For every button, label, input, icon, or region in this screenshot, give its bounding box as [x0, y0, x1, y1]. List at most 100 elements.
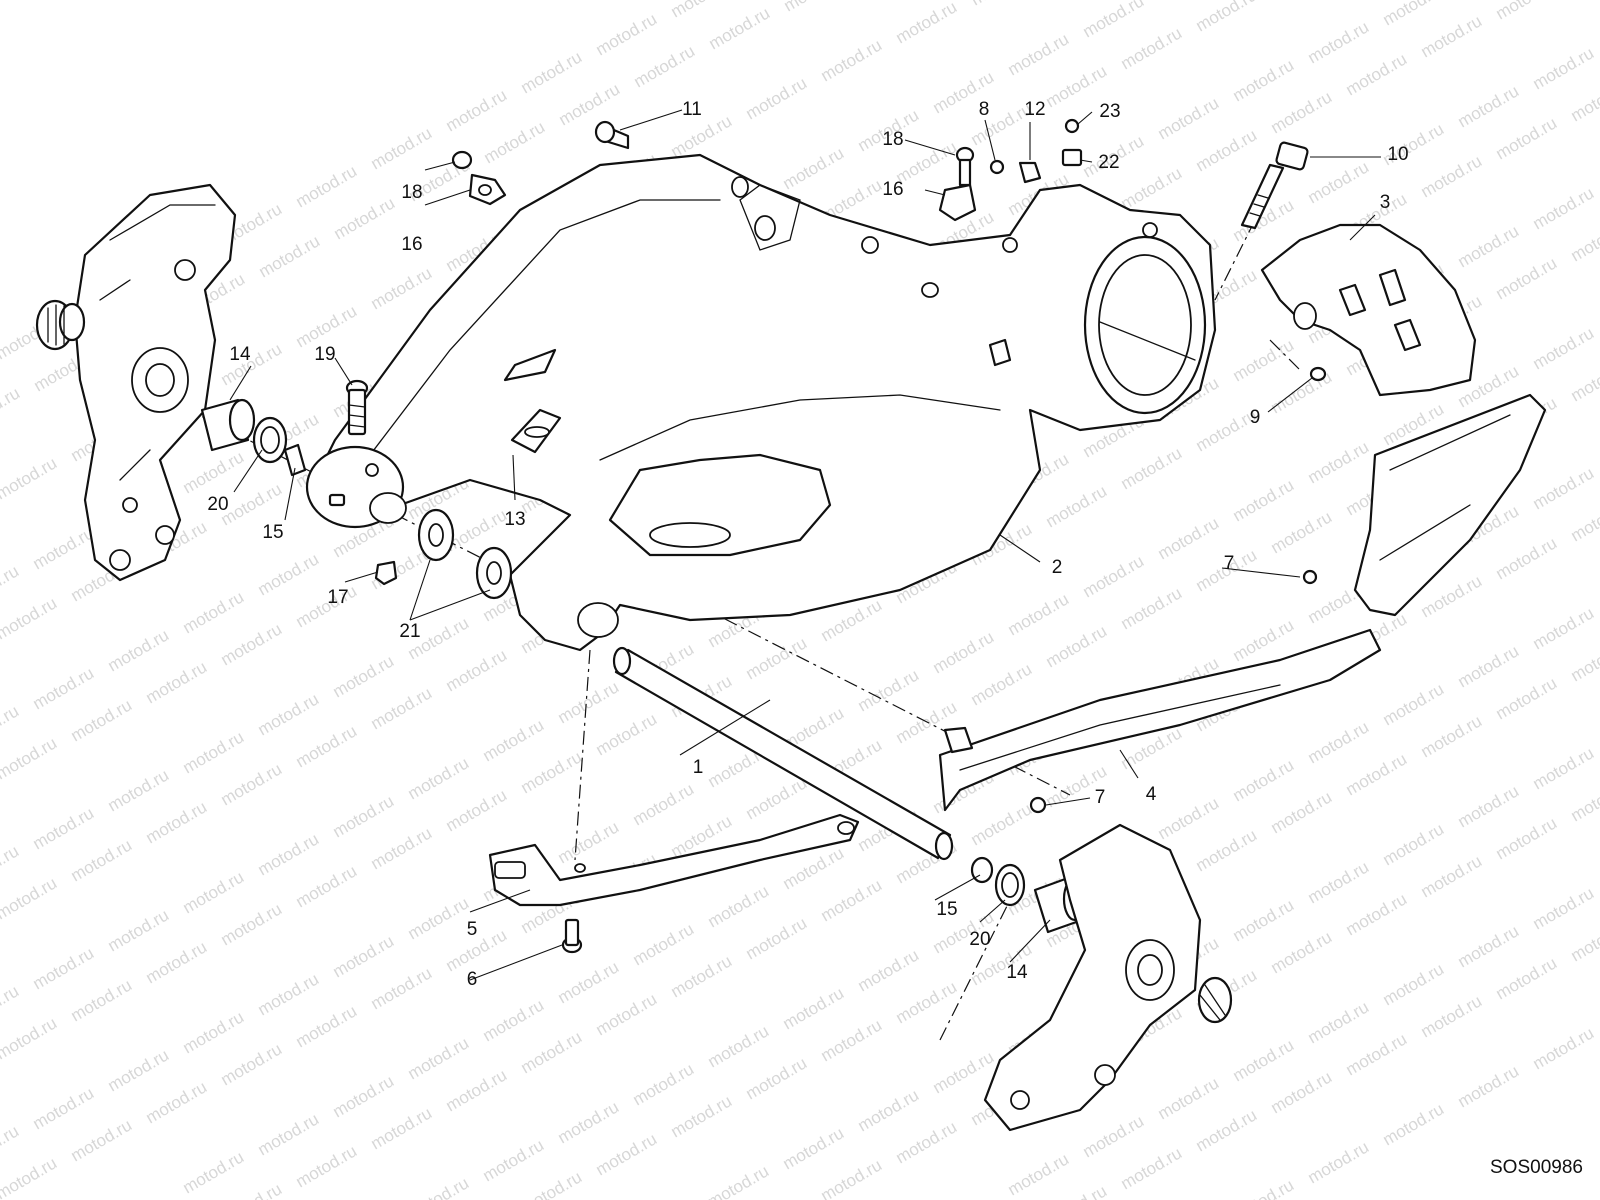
- watermark-text: motod.ru: [368, 963, 436, 1013]
- watermark-text: motod.ru: [1455, 921, 1523, 971]
- swing-arm: [305, 153, 1217, 652]
- watermark-text: motod.ru: [1080, 551, 1148, 601]
- watermark-text: motod.ru: [0, 873, 60, 923]
- watermark-text: motod.ru: [1118, 163, 1186, 213]
- watermark-text: motod.ru: [630, 1059, 698, 1109]
- watermark-text: motod.ru: [0, 981, 22, 1031]
- watermark-text: motod.ru: [518, 1167, 586, 1200]
- watermark-text: motod.ru: [705, 1161, 773, 1200]
- watermark-text: motod.ru: [1380, 1099, 1448, 1149]
- callout-14-left: 14: [229, 344, 251, 365]
- callout-7-lower: 7: [1095, 787, 1106, 808]
- callout-22: 22: [1098, 152, 1119, 173]
- watermark-text: motod.ru: [893, 0, 961, 47]
- watermark-text: motod.ru: [1193, 825, 1261, 875]
- watermark-text: motod.ru: [705, 881, 773, 931]
- watermark-text: motod.ru: [1418, 991, 1486, 1041]
- watermark-text: motod.ru: [855, 1085, 923, 1135]
- watermark-text: motod.ru: [180, 447, 248, 497]
- watermark-text: motod.ru: [518, 47, 586, 97]
- watermark-text: motod.ru: [1493, 953, 1561, 1003]
- leader-lines: [229, 109, 1381, 981]
- watermark-text: motod.ru: [405, 893, 473, 943]
- watermark-text: motod.ru: [218, 1039, 286, 1089]
- watermark-text: motod.ru: [1155, 513, 1223, 563]
- watermark-text: motod.ru: [443, 785, 511, 835]
- watermark-text: motod.ru: [818, 1015, 886, 1065]
- watermark-text: motod.ru: [256, 231, 324, 281]
- watermark-text: motod.ru: [218, 619, 286, 669]
- watermark-text: motod.ru: [1493, 0, 1561, 23]
- watermark-text: motod.ru: [330, 931, 398, 981]
- watermark-text: motod.ru: [518, 747, 586, 797]
- watermark-text: motod.ru: [668, 0, 736, 21]
- watermark-text: motod.ru: [1305, 437, 1373, 487]
- watermark-text: motod.ru: [1193, 1105, 1261, 1155]
- watermark-text: motod.ru: [1043, 481, 1111, 531]
- watermark-text: motod.ru: [255, 689, 323, 739]
- watermark-text: motod.ru: [255, 1109, 323, 1159]
- watermark-text: motod.ru: [1493, 253, 1561, 303]
- watermark-text: motod.ru: [1155, 0, 1223, 3]
- watermark-text: motod.ru: [705, 1021, 773, 1071]
- watermark-text: motod.ru: [593, 989, 661, 1039]
- watermark-text: motod.ru: [1118, 1143, 1186, 1193]
- callout-8: 8: [979, 99, 990, 120]
- callout-4: 4: [1146, 784, 1157, 805]
- watermark-text: motod.ru: [1568, 635, 1600, 685]
- watermark-text: motod.ru: [405, 1033, 473, 1083]
- watermark-text: motod.ru: [1530, 883, 1598, 933]
- watermark-text: motod.ru: [143, 937, 211, 987]
- watermark-text: motod.ru: [68, 975, 136, 1025]
- watermark-text: motod.ru: [1493, 113, 1561, 163]
- watermark-text: motod.ru: [1305, 997, 1373, 1047]
- watermark-text: motod.ru: [1118, 23, 1186, 73]
- watermark-text: motod.ru: [855, 945, 923, 995]
- watermark-text: motod.ru: [1305, 1137, 1373, 1187]
- watermark-text: motod.ru: [1380, 959, 1448, 1009]
- watermark-text: motod.ru: [1118, 443, 1186, 493]
- watermark-text: motod.ru: [1530, 1023, 1598, 1073]
- watermark-text: motod.ru: [893, 1117, 961, 1167]
- watermark-text: motod.ru: [1380, 819, 1448, 869]
- watermark-text: motod.ru: [1343, 889, 1411, 939]
- watermark-text: motod.ru: [855, 665, 923, 715]
- watermark-text: motod.ru: [668, 1091, 736, 1141]
- lower-bracket: [488, 813, 860, 954]
- diagram-code: SOS00986: [1490, 1157, 1583, 1178]
- watermark-text: motod.ru: [968, 0, 1036, 9]
- watermark-text: motod.ru: [368, 123, 436, 173]
- watermark-text: motod.ru: [893, 977, 961, 1027]
- watermark-text: motod.ru: [593, 9, 661, 59]
- watermark-text: motod.ru: [1080, 1111, 1148, 1161]
- watermark-text: motod.ru: [1343, 1029, 1411, 1079]
- watermark-text: motod.ru: [1155, 793, 1223, 843]
- watermark-text: motod.ru: [1230, 895, 1298, 945]
- watermark-text: motod.ru: [0, 1153, 60, 1200]
- callout-15-right: 15: [936, 899, 957, 920]
- watermark-text: motod.ru: [780, 983, 848, 1033]
- watermark-text: motod.ru: [105, 1045, 173, 1095]
- watermark-text: motod.ru: [0, 701, 22, 751]
- watermark-text: motod.ru: [368, 823, 436, 873]
- watermark-text: motod.ru: [1418, 11, 1486, 61]
- callout-20-right: 20: [969, 929, 990, 950]
- watermark-text: motod.ru: [1230, 755, 1298, 805]
- watermark-text: motod.ru: [218, 759, 286, 809]
- watermark-text: motod.ru: [743, 913, 811, 963]
- watermark-text: motod.ru: [780, 143, 848, 193]
- watermark-text: motod.ru: [68, 1115, 136, 1165]
- watermark-text: motod.ru: [480, 1135, 548, 1185]
- watermark-text: motod.ru: [330, 791, 398, 841]
- watermark-text: motod.ru: [1455, 221, 1523, 271]
- watermark-text: motod.ru: [1493, 533, 1561, 583]
- watermark-text: motod.ru: [555, 817, 623, 867]
- watermark-text: motod.ru: [968, 659, 1036, 709]
- watermark-text: motod.ru: [0, 1121, 22, 1171]
- right-frame-bracket: [983, 823, 1233, 1132]
- watermark-text: motod.ru: [218, 1179, 286, 1200]
- watermark-text: motod.ru: [143, 657, 211, 707]
- watermark-text: motod.ru: [331, 193, 399, 243]
- watermark-text: motod.ru: [1230, 335, 1298, 385]
- watermark-text: motod.ru: [743, 773, 811, 823]
